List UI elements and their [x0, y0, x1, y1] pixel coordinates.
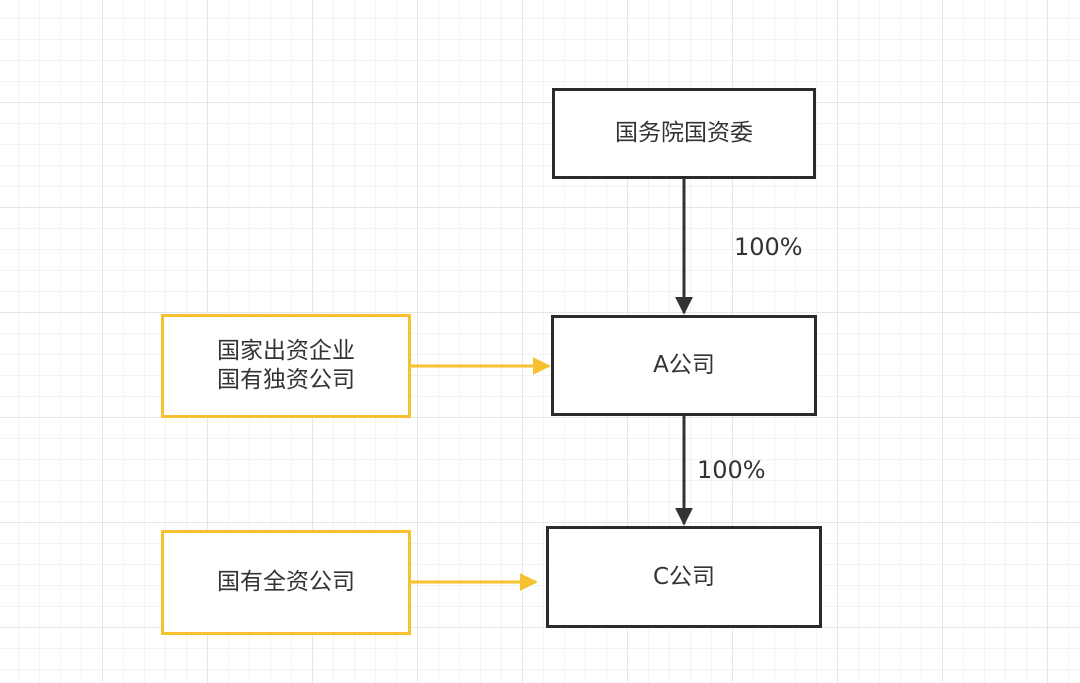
note-company-a-label: 国家出资企业 国有独资公司	[217, 338, 355, 393]
node-sasac[interactable]: 国务院国资委	[552, 88, 816, 179]
node-company-c[interactable]: C公司	[546, 526, 822, 628]
node-sasac-label: 国务院国资委	[615, 120, 753, 147]
note-company-c[interactable]: 国有全资公司	[161, 530, 411, 635]
node-company-a[interactable]: A公司	[551, 315, 817, 416]
note-company-a[interactable]: 国家出资企业 国有独资公司	[161, 314, 411, 418]
node-company-a-label: A公司	[653, 352, 715, 379]
edge-label-sasac-to-a: 100%	[734, 233, 803, 261]
node-company-c-label: C公司	[652, 563, 716, 590]
edge-label-a-to-c: 100%	[697, 456, 766, 484]
note-company-c-label: 国有全资公司	[217, 569, 355, 596]
